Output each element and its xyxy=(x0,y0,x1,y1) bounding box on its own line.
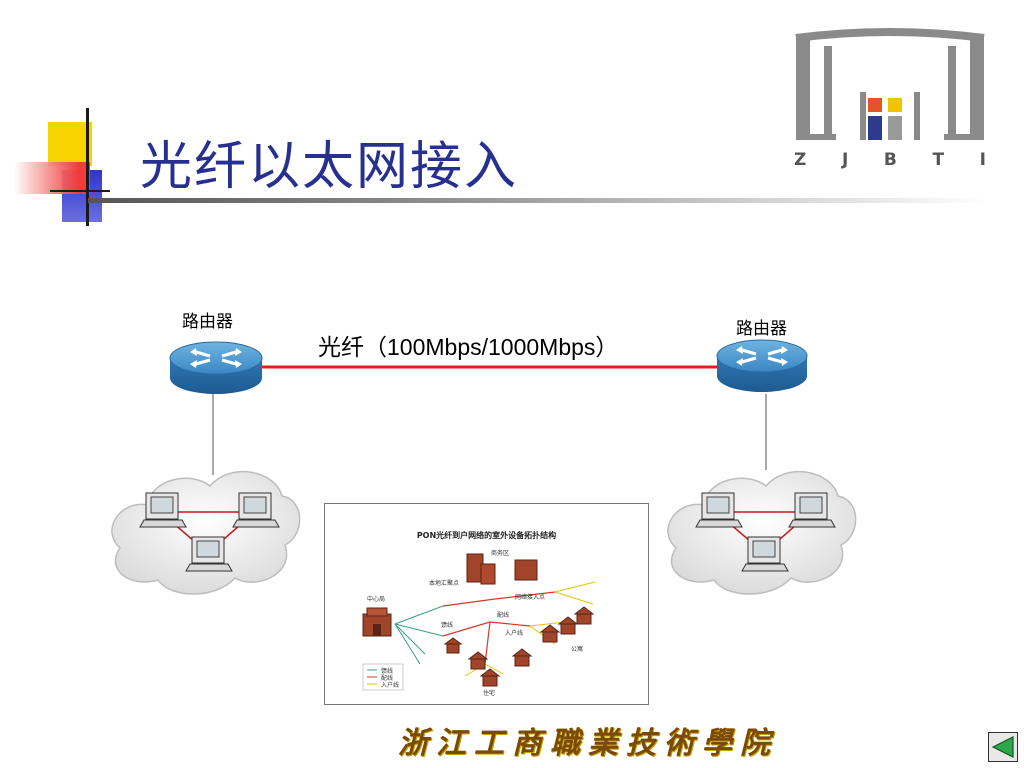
pon-figure-title: PON光纤到户网络的室外设备拓扑结构 xyxy=(416,531,557,540)
logo-letter: I xyxy=(979,150,986,170)
pon-legend xyxy=(362,663,404,691)
computer-icon xyxy=(788,492,836,528)
router-left-icon xyxy=(169,341,263,394)
lan-cloud-left-icon xyxy=(111,471,301,595)
computer-icon xyxy=(741,536,789,572)
fiber-link-label: 光纤（100Mbps/1000Mbps） xyxy=(318,328,618,362)
pon-label-apartment: 公寓 xyxy=(571,646,584,653)
computer-icon xyxy=(232,492,280,528)
decor-vertical-line xyxy=(86,108,89,226)
fiber-label-prefix: 光纤（ xyxy=(318,335,387,361)
logo-letter: T xyxy=(932,150,945,170)
central-office-icon xyxy=(362,607,392,637)
logo-letter: Z xyxy=(794,150,807,170)
pon-topology-drawing xyxy=(362,553,596,691)
pon-topology-figure: PON光纤到户网络的室外设备拓扑结构 xyxy=(324,503,649,705)
pon-legend-item: 入户线 xyxy=(381,682,400,689)
lan-cloud-right-icon xyxy=(667,471,857,595)
residential-houses-icon xyxy=(443,606,595,687)
title-underline xyxy=(88,198,988,203)
pon-label-residence: 住宅 xyxy=(483,690,496,697)
computer-icon xyxy=(139,492,187,528)
computer-icon xyxy=(185,536,233,572)
router-right-label: 路由器 xyxy=(736,319,787,339)
fiber-label-suffix: ） xyxy=(595,335,619,361)
pon-label-drop: 入户线 xyxy=(505,630,524,637)
fiber-label-value: 100Mbps/1000Mbps xyxy=(387,334,596,360)
back-triangle-icon xyxy=(991,736,1014,758)
slide-title: 光纤以太网接入 xyxy=(140,137,519,197)
pon-legend-item: 馈线 xyxy=(381,668,394,675)
decor-red-bar xyxy=(14,162,90,194)
pon-legend-item: 配线 xyxy=(381,675,394,682)
router-right-icon xyxy=(716,339,808,392)
pon-label-feeder: 馈线 xyxy=(441,622,454,629)
pon-label-local-node: 本地汇聚点 xyxy=(429,580,460,587)
business-buildings-icon xyxy=(466,553,538,585)
logo-letter: B xyxy=(883,150,897,170)
pon-label-central-office: 中心局 xyxy=(367,596,386,603)
computer-icon xyxy=(695,492,743,528)
pon-label-access-point: 网络接入点 xyxy=(515,594,546,601)
back-button[interactable] xyxy=(988,732,1018,762)
pon-label-distribution: 配线 xyxy=(497,612,510,619)
decor-yellow-square xyxy=(48,122,92,166)
decor-horizontal-line xyxy=(50,190,110,192)
router-left-label: 路由器 xyxy=(182,312,233,332)
pon-label-business: 商务区 xyxy=(491,550,510,557)
logo-gate-icon xyxy=(795,28,985,140)
college-logo: Z J B T I xyxy=(790,28,990,178)
college-name: 浙江工商職業技術學院 xyxy=(398,726,778,761)
logo-letter: J xyxy=(841,150,849,170)
logo-letters: Z J B T I xyxy=(790,150,990,170)
